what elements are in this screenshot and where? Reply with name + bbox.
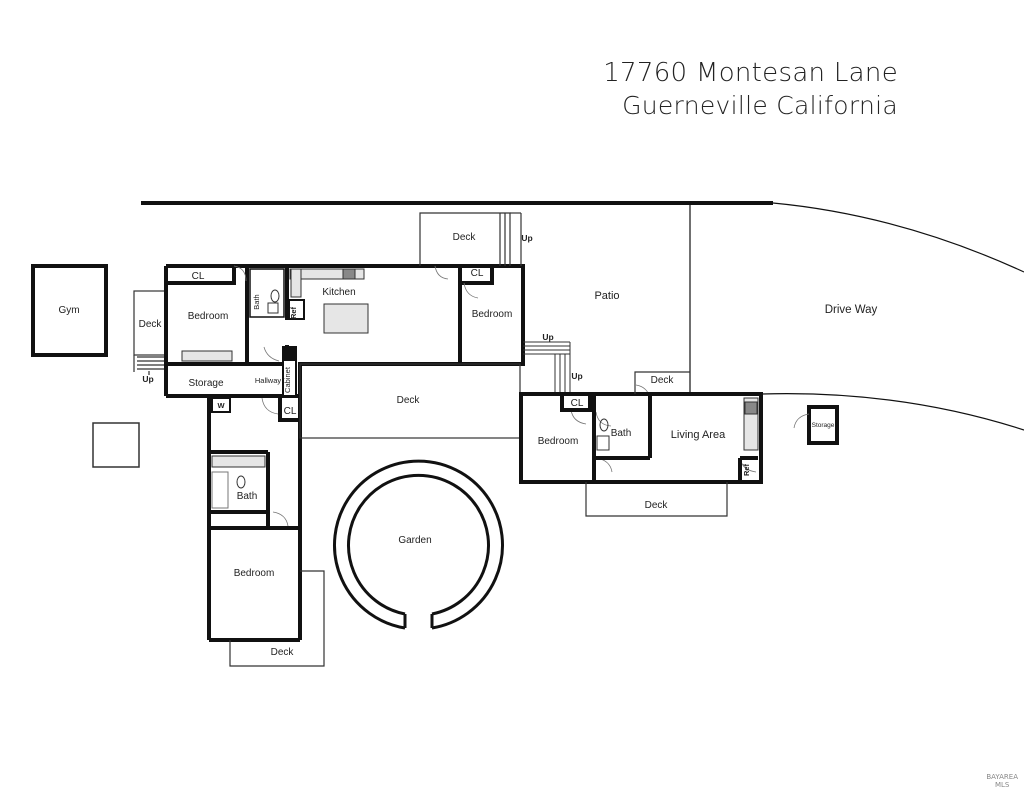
plan-city: Guerneville California xyxy=(622,91,898,120)
cl-left-label: CL xyxy=(192,271,205,282)
main-house-walls xyxy=(164,264,525,642)
garden-label: Garden xyxy=(398,535,431,546)
bath-mid-label: Bath xyxy=(237,491,258,502)
cl-top-label: CL xyxy=(471,268,484,279)
cabinet-label: Cabinet xyxy=(283,366,292,393)
drive-way-label: Drive Way xyxy=(825,304,878,316)
deck-top-label: Deck xyxy=(453,232,477,243)
storage-shed xyxy=(807,405,839,445)
bath-top-label: Bath xyxy=(252,294,261,309)
mls-line-1: BAYAREA xyxy=(986,773,1018,781)
up-patio-1-label: Up xyxy=(542,332,553,342)
bottom-deck xyxy=(229,570,325,667)
guest-bottom-deck xyxy=(585,482,728,517)
bedroom-left-label: Bedroom xyxy=(188,311,229,322)
guest-top-deck xyxy=(634,371,690,394)
outbuilding-square xyxy=(92,422,140,468)
bedroom-bottom-label: Bedroom xyxy=(234,568,275,579)
mid-bath-fixtures xyxy=(211,455,266,509)
bedroom-top-label: Bedroom xyxy=(472,309,513,320)
deck-bottom-label: Deck xyxy=(271,647,295,658)
hallway-label: Hallway xyxy=(255,376,282,385)
gym-label: Gym xyxy=(58,305,79,316)
deck-guest-bottom-label: Deck xyxy=(645,500,669,511)
mls-watermark: BAYAREA MLS xyxy=(986,773,1018,789)
gym-room xyxy=(31,264,108,357)
plan-address: 17760 Montesan Lane xyxy=(603,58,898,88)
cl-guest-label: CL xyxy=(571,398,584,409)
ref-kitchen-label: Ref xyxy=(289,306,298,319)
patio-label: Patio xyxy=(594,290,619,302)
patio-stairs xyxy=(523,341,571,394)
kitchen-fixtures xyxy=(181,268,369,362)
mls-line-2: MLS xyxy=(994,781,1010,789)
storage-small-label: Storage xyxy=(812,422,835,429)
storage-label: Storage xyxy=(188,378,223,389)
bedroom-guest-label: Bedroom xyxy=(538,436,579,447)
up-left-label: Up xyxy=(142,374,153,384)
deck-left-label: Deck xyxy=(139,319,163,330)
bath-guest-label: Bath xyxy=(611,428,632,439)
w-label: W xyxy=(217,401,225,410)
up-patio-2-label: Up xyxy=(571,371,582,381)
guest-house-walls xyxy=(519,392,763,484)
garden-ring xyxy=(333,459,504,630)
cabinet-fill xyxy=(283,347,296,361)
guest-fixtures xyxy=(596,397,759,451)
cl-hall-label: CL xyxy=(284,406,297,417)
ref-guest-label: Ref xyxy=(742,463,751,476)
kitchen-label: Kitchen xyxy=(322,287,355,298)
top-deck xyxy=(419,212,522,266)
top-bath-fixtures xyxy=(249,268,285,318)
deck-center-label: Deck xyxy=(397,395,421,406)
up-top-label: Up xyxy=(521,233,532,243)
property-lines xyxy=(141,201,1024,431)
living-area-label: Living Area xyxy=(671,429,726,441)
left-deck xyxy=(133,290,167,375)
deck-guest-label: Deck xyxy=(651,375,675,386)
